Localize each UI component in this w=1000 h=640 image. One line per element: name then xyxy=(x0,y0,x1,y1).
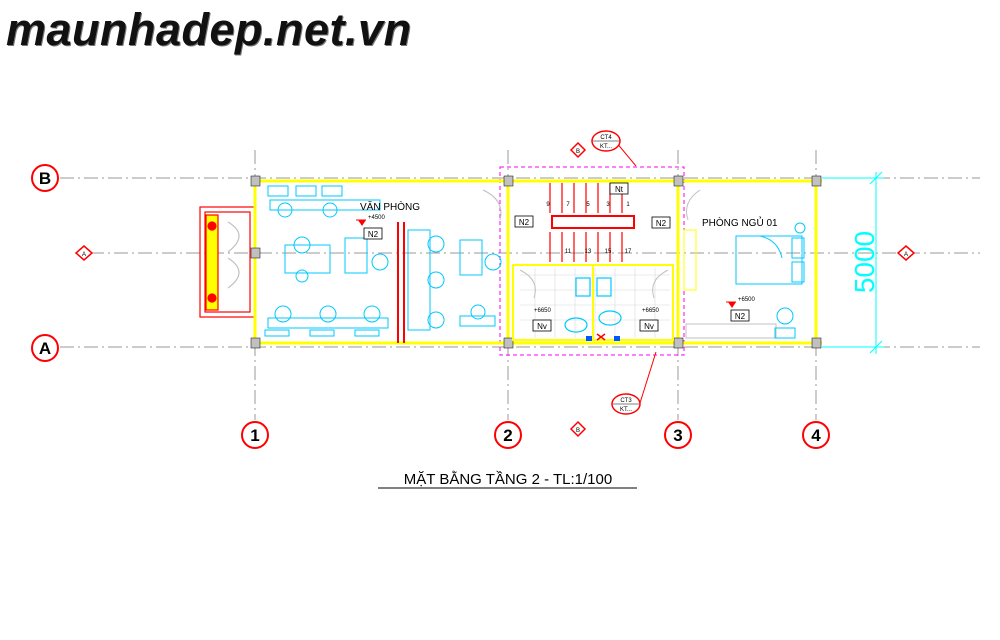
callout-ct3-sub: KT... xyxy=(620,407,632,413)
stair-number: 11 xyxy=(565,249,572,255)
callout-ct3-label: CT3 xyxy=(620,398,632,404)
tag-label: N2 xyxy=(519,218,530,227)
section-marker-b-top: B xyxy=(569,141,587,159)
tag-label: Nv xyxy=(644,322,654,331)
grid-label-3: 3 xyxy=(673,426,682,445)
stair-number: 15 xyxy=(605,249,612,255)
grid-label-2: 2 xyxy=(503,426,512,445)
office-furniture xyxy=(264,185,502,337)
tag-label: N2 xyxy=(735,312,746,321)
tag-nt-stair: Nt xyxy=(609,182,629,195)
grid-bubble-a: A xyxy=(31,334,59,362)
staircase xyxy=(549,183,635,262)
section-marker-b-bottom: B xyxy=(569,420,587,438)
callout-ct4-label: CT4 xyxy=(600,135,612,141)
tag-nv-wc-left: Nv xyxy=(532,319,552,332)
stair-number: 5 xyxy=(586,202,590,208)
stair-number: 9 xyxy=(546,202,550,208)
room-label-bedroom: PHÒNG NGỦ 01 xyxy=(702,216,778,229)
grid-label-1: 1 xyxy=(250,426,259,445)
columns xyxy=(250,175,822,349)
office-partition xyxy=(397,222,405,343)
stair-numbers-top: 9 7 5 3 1 xyxy=(546,202,630,208)
stair-numbers-bottom: 11 13 15 17 xyxy=(565,249,632,255)
stair-number: 7 xyxy=(566,202,570,208)
tag-label: N2 xyxy=(656,219,667,228)
grid-bubble-4: 4 xyxy=(802,421,830,449)
callout-ct4: CT4 KT... xyxy=(591,130,637,167)
room-label-office: VĂN PHÒNG xyxy=(360,200,420,213)
stair-number: 1 xyxy=(626,202,630,208)
level-office: +4500 xyxy=(368,215,386,221)
drawing-title: MẶT BẰNG TẦNG 2 - TL:1/100 xyxy=(404,470,612,488)
dimension-5000 xyxy=(822,171,884,354)
section-letter-a-right: A xyxy=(904,252,908,258)
tag-n2-stair-left: N2 xyxy=(514,215,534,228)
section-letter-b-top: B xyxy=(576,149,580,155)
tag-n2-office: N2 xyxy=(363,227,383,240)
grid-label-b: B xyxy=(39,169,51,188)
grid-bubble-b: B xyxy=(31,164,59,192)
tag-label: N2 xyxy=(368,230,379,239)
tag-nv-wc-right: Nv xyxy=(639,319,659,332)
tag-n2-stair-right: N2 xyxy=(651,216,671,229)
level-bedroom: +6500 xyxy=(738,297,756,303)
dimension-label: 5000 xyxy=(849,231,880,293)
doors xyxy=(482,189,701,299)
watermark-logo: maunhadep.net.vn xyxy=(6,4,412,55)
callout-ct4-sub: KT... xyxy=(600,144,612,150)
callout-ct3: CT3 KT... xyxy=(611,351,657,415)
section-letter-b-bottom: B xyxy=(576,428,580,434)
tag-n2-bedroom: N2 xyxy=(730,309,750,322)
grid-label-a: A xyxy=(39,339,51,358)
grid-bubble-2: 2 xyxy=(494,421,522,449)
bedroom-furniture xyxy=(683,222,806,339)
stair-section-box xyxy=(499,166,685,356)
section-marker-a-right: A xyxy=(896,245,916,261)
level-wc-right: +6650 xyxy=(642,308,660,314)
section-marker-a-left: A xyxy=(74,245,94,261)
grid-lines xyxy=(60,150,980,420)
stair-number: 13 xyxy=(585,249,592,255)
level-wc-left: +6650 xyxy=(534,308,552,314)
stair-number: 17 xyxy=(625,249,632,255)
balcony xyxy=(199,206,256,318)
stair-number: 3 xyxy=(606,202,610,208)
grid-label-4: 4 xyxy=(811,426,821,445)
tag-label: Nv xyxy=(537,322,547,331)
grid-bubble-1: 1 xyxy=(241,421,269,449)
grid-bubble-3: 3 xyxy=(664,421,692,449)
exterior-walls xyxy=(253,179,822,345)
tag-label: Nt xyxy=(615,185,624,194)
section-letter-a-left: A xyxy=(82,252,86,258)
level-marks: +4500 +6500 +6650 +6650 xyxy=(356,215,756,314)
